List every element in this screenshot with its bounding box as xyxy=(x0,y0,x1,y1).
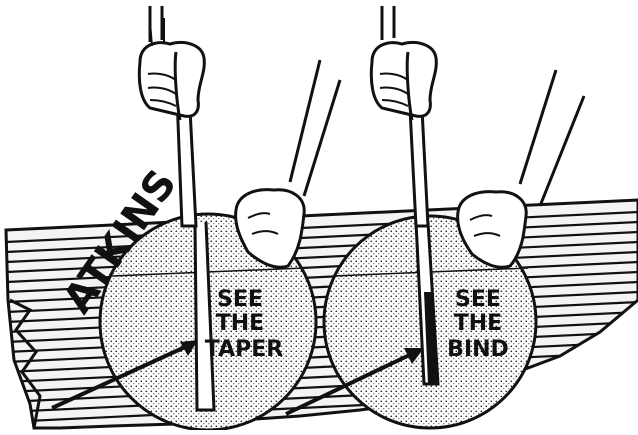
bind-caption-line-1: SEE xyxy=(455,287,501,312)
bind-caption-line-3: BIND xyxy=(447,337,509,362)
taper-caption-line-1: SEE xyxy=(217,287,263,312)
taper-caption-line-2: THE xyxy=(216,311,264,336)
bind-caption-line-2: THE xyxy=(454,311,502,336)
taper-caption-line-3: TAPER xyxy=(205,337,283,362)
right-saw-hand xyxy=(371,6,436,226)
